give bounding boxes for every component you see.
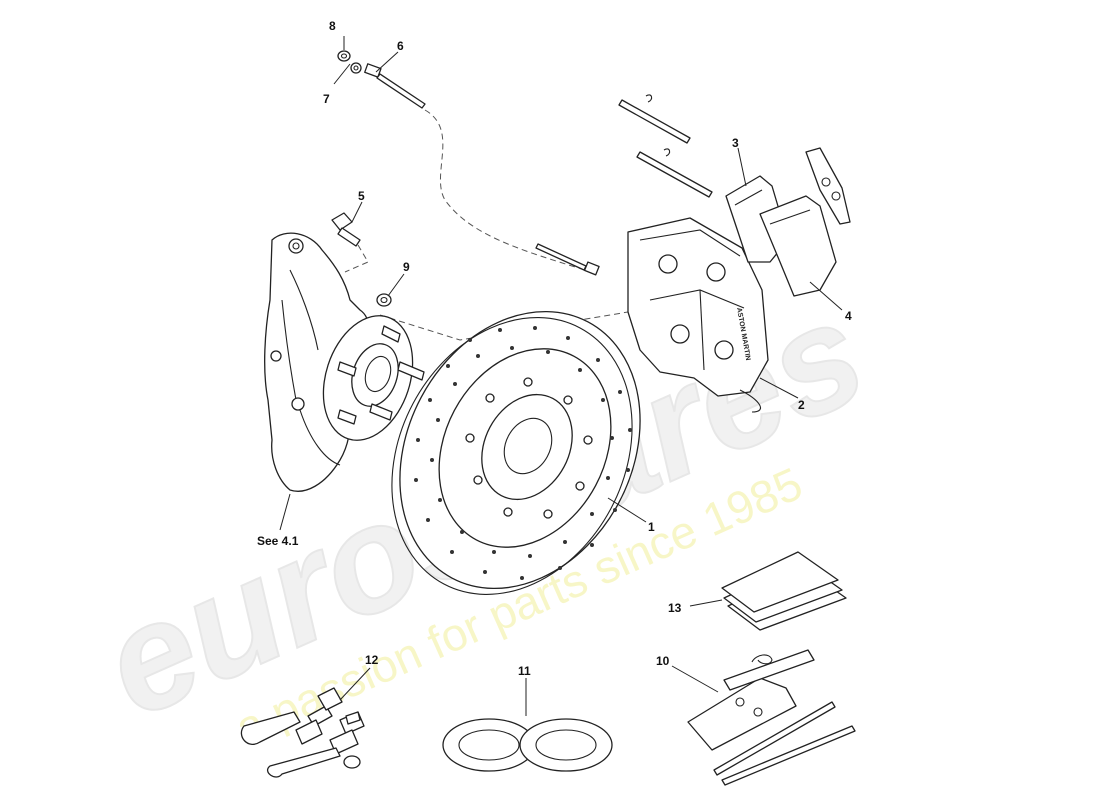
callout-11: 11 [518,664,531,678]
part-13-shim-sheets [721,551,847,631]
callout-3: 3 [732,136,739,150]
part-7-washer [350,62,362,74]
part-8-nut [337,50,351,62]
callout-9: 9 [403,260,410,274]
part-9-washer [376,293,392,307]
sensor-wire-route [424,109,586,271]
wheel-hub [322,315,425,441]
callout-see-4-1: See 4.1 [257,534,299,548]
disc-drill-holes [414,326,632,580]
leader-lines [279,36,843,716]
caliper-pin-lower [636,148,713,198]
callout-6: 6 [397,39,404,53]
part-6-wear-sensor [364,63,426,109]
callout-13: 13 [668,601,682,615]
part-12-bleed-nipples [240,687,365,778]
callout-labels: 8 6 7 5 9 3 4 2 1 See 4.1 13 10 11 12 [257,19,852,678]
callout-12: 12 [365,653,379,667]
caliper-pin-top [618,94,691,144]
part-5-bolt [331,212,361,247]
callout-7: 7 [323,92,330,106]
callout-8: 8 [329,19,336,33]
callout-2: 2 [798,398,805,412]
disc-bell-bolts [465,377,593,519]
callout-10: 10 [656,654,670,668]
callout-4: 4 [845,309,852,323]
part-4-brake-pad [759,195,837,297]
part-10-pad-fitting-kit [687,649,856,786]
bolt-to-knuckle-dash [344,244,369,273]
callout-1: 1 [648,520,655,534]
part-2-caliper: ASTON MARTIN [627,217,769,413]
caliper-sensor-lead [535,243,600,276]
part-11-seals [442,718,613,772]
callout-5: 5 [358,189,365,203]
part-1-brake-disc [391,310,641,595]
pad-anti-rattle-spring [805,147,851,225]
